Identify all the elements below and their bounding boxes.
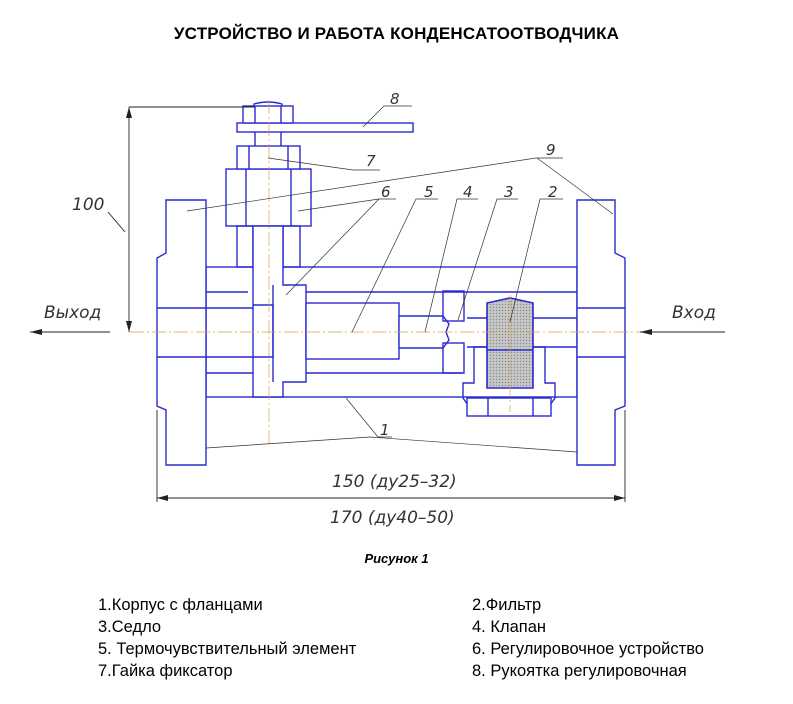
callout-8: 8 xyxy=(390,90,400,108)
adjusting-handle xyxy=(236,101,414,146)
outlet-indicator: Выход xyxy=(30,303,110,335)
legend-item: 8. Рукоятка регулировочная xyxy=(472,662,687,680)
arrow-left-icon xyxy=(30,329,42,335)
callout-9: 9 xyxy=(546,141,556,159)
legend-left: 1.Корпус с фланцами 3.Седло 5. Термочувс… xyxy=(98,594,356,682)
regulating-device xyxy=(252,225,307,398)
inlet-indicator: Вход xyxy=(640,303,725,335)
legend-item: 6. Регулировочное устройство xyxy=(472,640,704,658)
outlet-label: Выход xyxy=(44,303,101,323)
length-dimension: 150 (ду25–32) 170 (ду40–50) xyxy=(156,410,626,528)
callout-5: 5 xyxy=(424,183,434,201)
height-dim-label: 100 xyxy=(72,195,104,215)
arrow-left-icon xyxy=(640,329,652,335)
lock-nut xyxy=(225,145,312,268)
callout-3: 3 xyxy=(504,183,514,201)
legend-item: 5. Термочувствительный элемент xyxy=(98,640,357,658)
legend-item: 1.Корпус с фланцами xyxy=(98,596,263,614)
callout-6: 6 xyxy=(381,183,391,201)
seat xyxy=(442,290,465,374)
length-dim-label-1: 150 (ду25–32) xyxy=(332,472,457,492)
length-dim-label-2: 170 (ду40–50) xyxy=(330,508,455,528)
legend-item: 2.Фильтр xyxy=(472,596,542,614)
left-flange xyxy=(156,199,207,466)
legend-item: 3.Седло xyxy=(98,618,162,636)
legend-item: 7.Гайка фиксатор xyxy=(98,662,233,680)
filter xyxy=(462,297,556,417)
callout-numbers: 8 7 9 6 5 4 3 2 1 xyxy=(366,90,558,439)
callout-1: 1 xyxy=(380,421,390,439)
figure-caption: Рисунок 1 xyxy=(364,551,429,566)
height-dimension: 100 xyxy=(72,106,255,332)
right-flange xyxy=(576,199,626,466)
legend-right: 2.Фильтр 4. Клапан 6. Регулировочное уст… xyxy=(472,594,704,682)
callout-4: 4 xyxy=(463,183,473,201)
page-title: УСТРОЙСТВО И РАБОТА КОНДЕНСАТООТВОДЧИКА xyxy=(173,24,620,43)
inlet-label: Вход xyxy=(672,303,716,323)
callout-7: 7 xyxy=(366,152,376,170)
callout-2: 2 xyxy=(548,183,558,201)
callout-leaders xyxy=(186,105,614,453)
legend-item: 4. Клапан xyxy=(472,618,546,636)
